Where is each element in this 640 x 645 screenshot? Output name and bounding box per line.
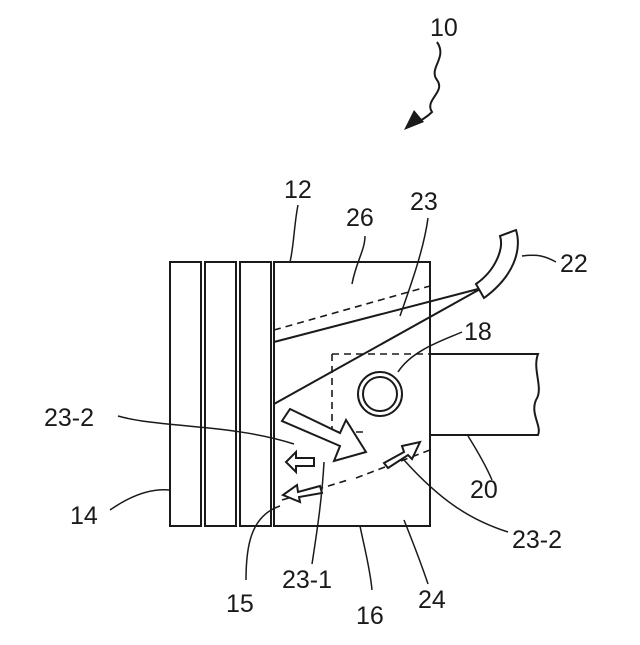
leader-12 [290, 205, 298, 262]
piston-ring-1 [170, 262, 201, 526]
flow-arrow-side-lower-left [283, 485, 322, 502]
piston-ring-3 [240, 262, 271, 526]
label-piston-rings: 14 [70, 502, 98, 530]
leader-24 [404, 520, 428, 584]
label-assembly: 10 [430, 14, 458, 42]
label-upper-chamber: 26 [346, 204, 374, 232]
label-flow-side-right: 23-2 [512, 526, 562, 554]
piston-pin-inner [363, 377, 397, 411]
leader-14 [110, 490, 170, 510]
assembly-pointer-arrowhead [404, 110, 424, 130]
upper-passage-solid [274, 288, 482, 404]
label-lower-chamber: 24 [418, 586, 446, 614]
label-flow-split: 23-1 [282, 566, 332, 594]
oil-nozzle [476, 230, 518, 298]
leader-20 [468, 436, 492, 480]
label-skirt-lower: 16 [356, 602, 384, 630]
label-passage-inlet: 15 [226, 590, 254, 618]
assembly-pointer-line [413, 42, 440, 124]
flow-arrow-side-upper-left [286, 452, 314, 472]
label-nozzle: 22 [560, 250, 588, 278]
label-pin: 18 [464, 318, 492, 346]
leader-22 [522, 255, 556, 262]
piston-ring-2 [205, 262, 236, 526]
flow-arrow-side-right [384, 442, 420, 468]
connecting-rod [430, 354, 539, 435]
leader-23 [400, 218, 428, 316]
label-flow-side-left: 23-2 [44, 404, 94, 432]
piston-pin-outer [358, 372, 402, 416]
label-piston-body: 12 [284, 176, 312, 204]
leader-16 [360, 526, 372, 590]
leader-26 [352, 236, 365, 284]
leader-23-1 [312, 462, 324, 564]
label-flow-main: 23 [410, 188, 438, 216]
label-connecting-rod: 20 [470, 476, 498, 504]
